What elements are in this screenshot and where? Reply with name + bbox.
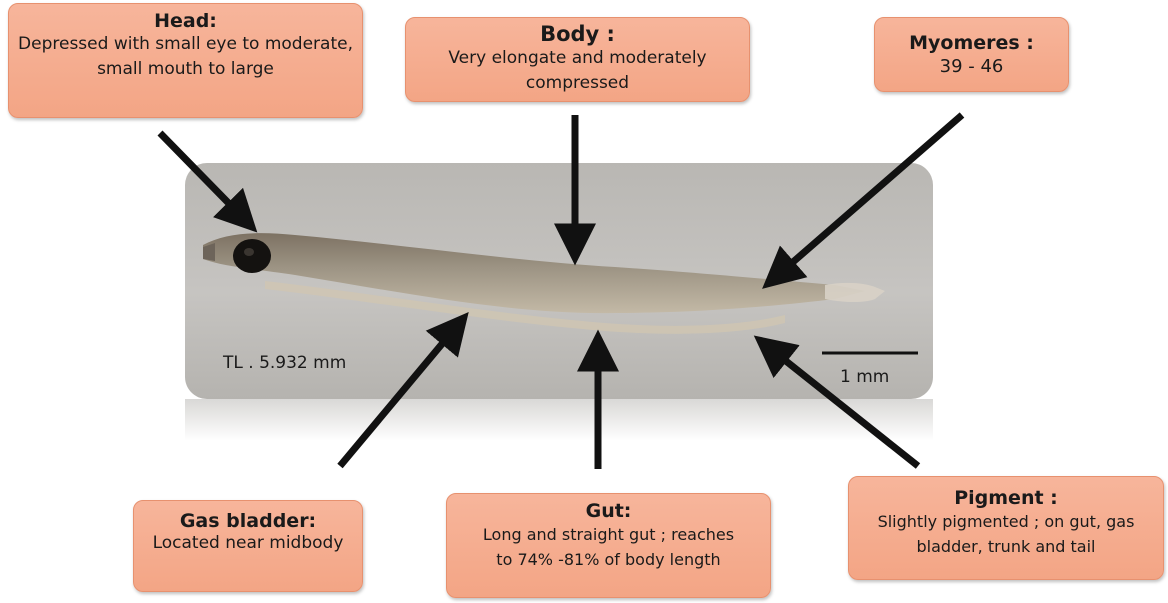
label-body: Body : Very elongate and moderately comp…	[405, 17, 750, 102]
arrow-gas-bladder	[340, 320, 462, 466]
label-gut: Gut: Long and straight gut ; reaches to …	[446, 493, 771, 598]
label-myomeres-title: Myomeres :	[875, 32, 1068, 54]
label-body-title: Body :	[406, 22, 749, 46]
arrow-pigment	[762, 342, 918, 466]
label-pigment-text: Slightly pigmented ; on gut, gas bladder…	[849, 509, 1163, 559]
label-head: Head: Depressed with small eye to modera…	[8, 3, 363, 118]
label-gas-bladder-text: Located near midbody	[134, 532, 362, 555]
label-head-text: Depressed with small eye to moderate, sm…	[9, 32, 362, 82]
label-head-title: Head:	[9, 10, 362, 32]
label-pigment: Pigment : Slightly pigmented ; on gut, g…	[848, 476, 1164, 580]
label-myomeres-text: 39 - 46	[875, 54, 1068, 80]
label-myomeres: Myomeres : 39 - 46	[874, 17, 1069, 92]
label-pigment-title: Pigment :	[849, 487, 1163, 509]
arrow-myomeres	[770, 115, 962, 282]
arrow-head	[160, 133, 250, 225]
label-gas-bladder-title: Gas bladder:	[134, 510, 362, 532]
label-gut-title: Gut:	[447, 500, 770, 522]
label-body-text: Very elongate and moderately compressed	[406, 46, 749, 96]
label-gut-text: Long and straight gut ; reaches to 74% -…	[447, 522, 770, 572]
label-gas-bladder: Gas bladder: Located near midbody	[133, 500, 363, 592]
